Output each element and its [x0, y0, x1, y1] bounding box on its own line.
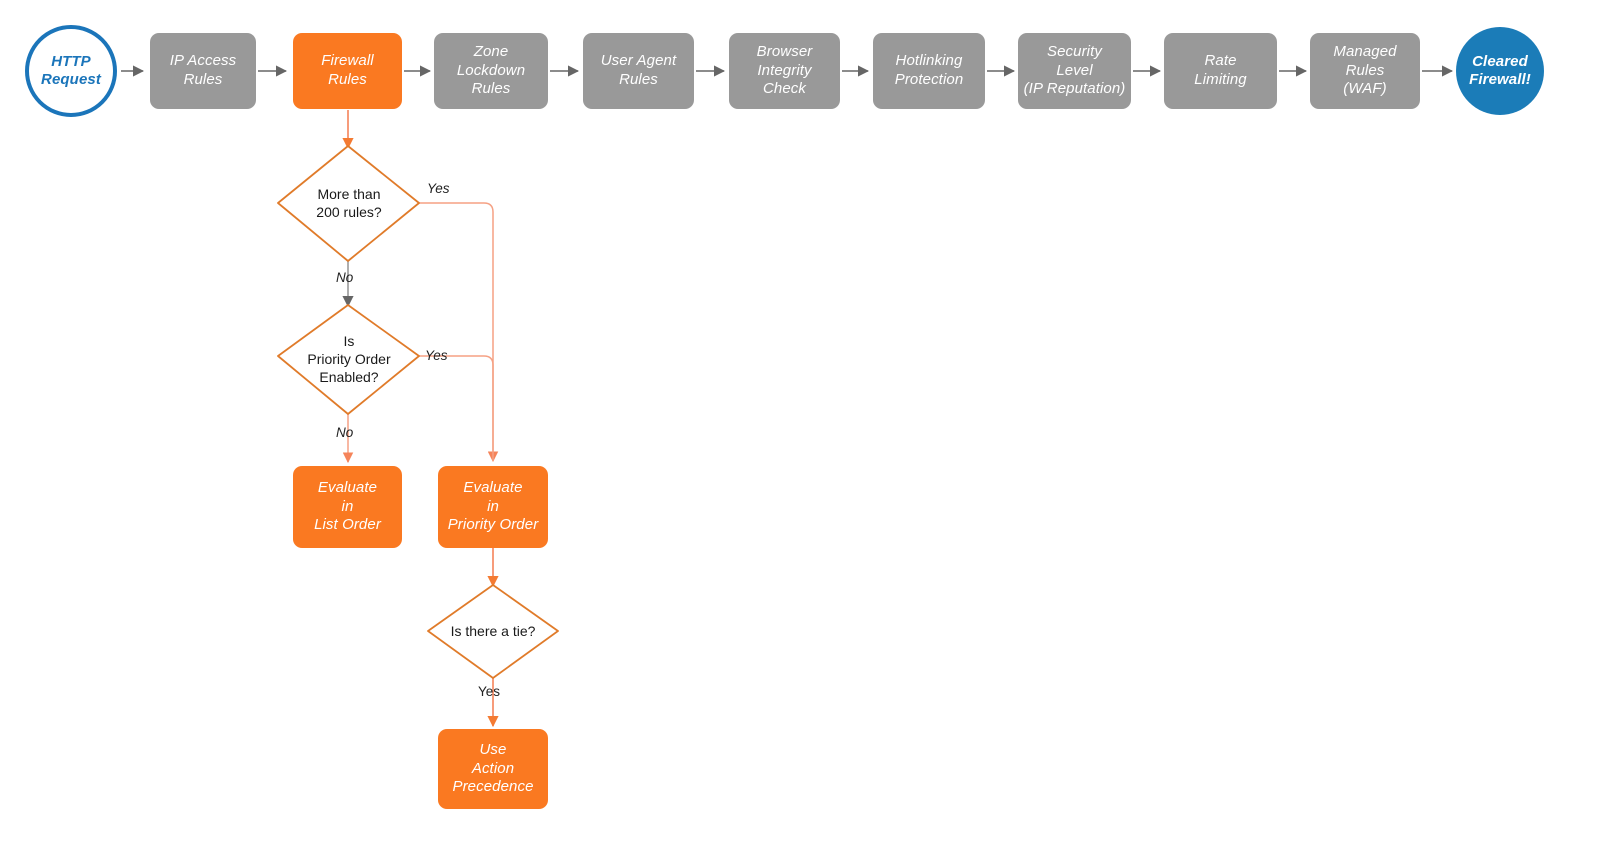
decision-more-than-200-rules[interactable]: More than 200 rules? — [278, 146, 420, 262]
node-firewall-rules-label: Firewall Rules — [321, 52, 374, 88]
edge-label-priority-order-no: No — [336, 425, 354, 440]
node-user-agent-rules-label: User Agent Rules — [600, 52, 677, 88]
node-cleared-firewall[interactable]: Cleared Firewall! — [1456, 27, 1544, 115]
decision-more-than-200-rules-label: More than 200 rules? — [316, 186, 382, 220]
edge-label-more-than-200-yes: Yes — [427, 181, 450, 196]
node-evaluate-in-priority-order[interactable]: Evaluate in Priority Order — [438, 466, 548, 548]
node-http-request-label: HTTP Request — [41, 52, 101, 88]
edge-label-tie-yes: Yes — [478, 684, 501, 699]
node-use-action-precedence[interactable]: Use Action Precedence — [438, 729, 548, 809]
node-rate-limiting-label: Rate Limiting — [1194, 52, 1247, 88]
node-ip-access-rules-label: IP Access Rules — [169, 52, 237, 88]
edge-label-priority-order-yes: Yes — [425, 348, 448, 363]
edge-decision1-yes-to-priority-order — [419, 202, 499, 463]
edge-decision2-yes-to-priority-order — [419, 355, 494, 461]
node-managed-rules-waf-label: Managed Rules (WAF) — [1333, 42, 1397, 98]
node-evaluate-in-priority-order-label: Evaluate in Priority Order — [447, 478, 539, 534]
node-browser-integrity-check[interactable]: Browser Integrity Check — [729, 33, 840, 109]
node-security-level-label: Security Level (IP Reputation) — [1023, 42, 1126, 98]
decision-is-there-a-tie[interactable]: Is there a tie? — [428, 585, 558, 679]
node-rate-limiting[interactable]: Rate Limiting — [1164, 33, 1277, 109]
node-zone-lockdown-rules[interactable]: Zone Lockdown Rules — [434, 33, 548, 109]
decision-is-priority-order-enabled-label: Is Priority Order Enabled? — [307, 333, 391, 385]
node-evaluate-in-list-order[interactable]: Evaluate in List Order — [293, 466, 402, 548]
node-hotlinking-protection-label: Hotlinking Protection — [894, 52, 964, 88]
node-zone-lockdown-rules-label: Zone Lockdown Rules — [456, 42, 526, 98]
node-use-action-precedence-label: Use Action Precedence — [452, 740, 534, 796]
decision-is-there-a-tie-label: Is there a tie? — [450, 623, 536, 640]
node-browser-integrity-check-label: Browser Integrity Check — [756, 42, 813, 98]
decision-is-priority-order-enabled[interactable]: Is Priority Order Enabled? — [278, 305, 420, 415]
node-evaluate-in-list-order-label: Evaluate in List Order — [314, 478, 381, 534]
edge-label-more-than-200-no: No — [336, 270, 354, 285]
node-user-agent-rules[interactable]: User Agent Rules — [583, 33, 694, 109]
node-cleared-firewall-label: Cleared Firewall! — [1469, 52, 1531, 88]
node-http-request[interactable]: HTTP Request — [25, 25, 117, 117]
node-ip-access-rules[interactable]: IP Access Rules — [150, 33, 256, 109]
node-hotlinking-protection[interactable]: Hotlinking Protection — [873, 33, 985, 109]
node-security-level[interactable]: Security Level (IP Reputation) — [1018, 33, 1131, 109]
node-managed-rules-waf[interactable]: Managed Rules (WAF) — [1310, 33, 1420, 109]
node-firewall-rules[interactable]: Firewall Rules — [293, 33, 402, 109]
